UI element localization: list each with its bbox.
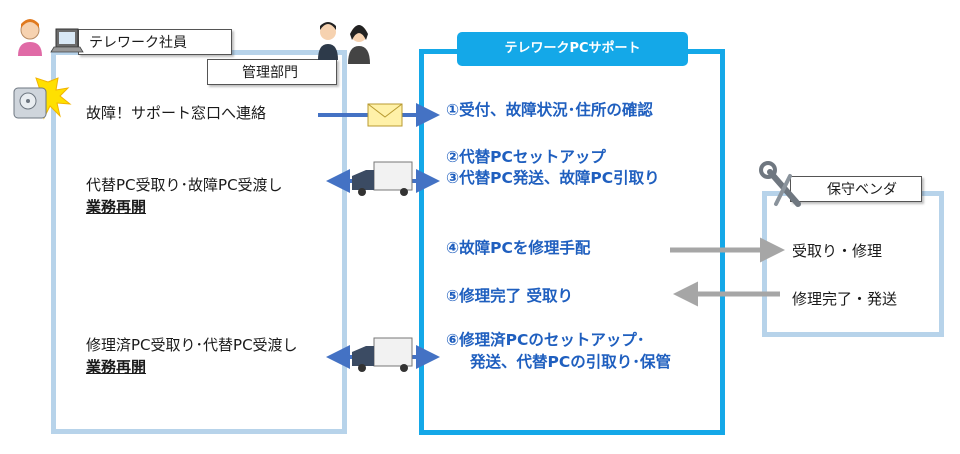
exchange2-line1: 修理済PC受取り･代替PC受渡し bbox=[86, 336, 298, 354]
report-text: 故障！サポート窓口へ連絡 bbox=[86, 104, 267, 122]
vendor-label: 保守ベンダ bbox=[790, 176, 922, 202]
employee-label: テレワーク社員 bbox=[78, 29, 232, 55]
dept-label: 管理部門 bbox=[207, 59, 337, 85]
exchange1-line1: 代替PC受取り･故障PC受渡し bbox=[86, 176, 283, 194]
employee-icon bbox=[18, 19, 42, 56]
truck-icon bbox=[352, 337, 413, 372]
broken-hdd-icon bbox=[13, 77, 72, 120]
mail-icon bbox=[367, 103, 403, 127]
laptop-icon bbox=[50, 28, 84, 53]
step-2: ②代替PCセットアップ bbox=[446, 148, 606, 166]
receive-repair-text: 受取り・修理 bbox=[792, 242, 883, 260]
step-1: ①受付、故障状況･住所の確認 bbox=[446, 101, 653, 119]
support-title: テレワークPCサポート bbox=[457, 32, 688, 66]
repair-ship-text: 修理完了・発送 bbox=[792, 290, 898, 308]
step-6-cont: 発送、代替PCの引取り･保管 bbox=[470, 353, 671, 371]
step-4: ④故障PCを修理手配 bbox=[446, 239, 591, 257]
exchange1-line2: 業務再開 bbox=[86, 198, 147, 216]
step-3: ③代替PC発送、故障PC引取り bbox=[446, 169, 660, 187]
truck-icon bbox=[352, 161, 413, 196]
wrench-icon bbox=[759, 161, 801, 207]
staff-icon bbox=[318, 22, 370, 64]
exchange2-line2: 業務再開 bbox=[86, 358, 147, 376]
step-5: ⑤修理完了 受取り bbox=[446, 287, 574, 305]
step-6: ⑥修理済PCのセットアップ･ bbox=[446, 331, 645, 349]
